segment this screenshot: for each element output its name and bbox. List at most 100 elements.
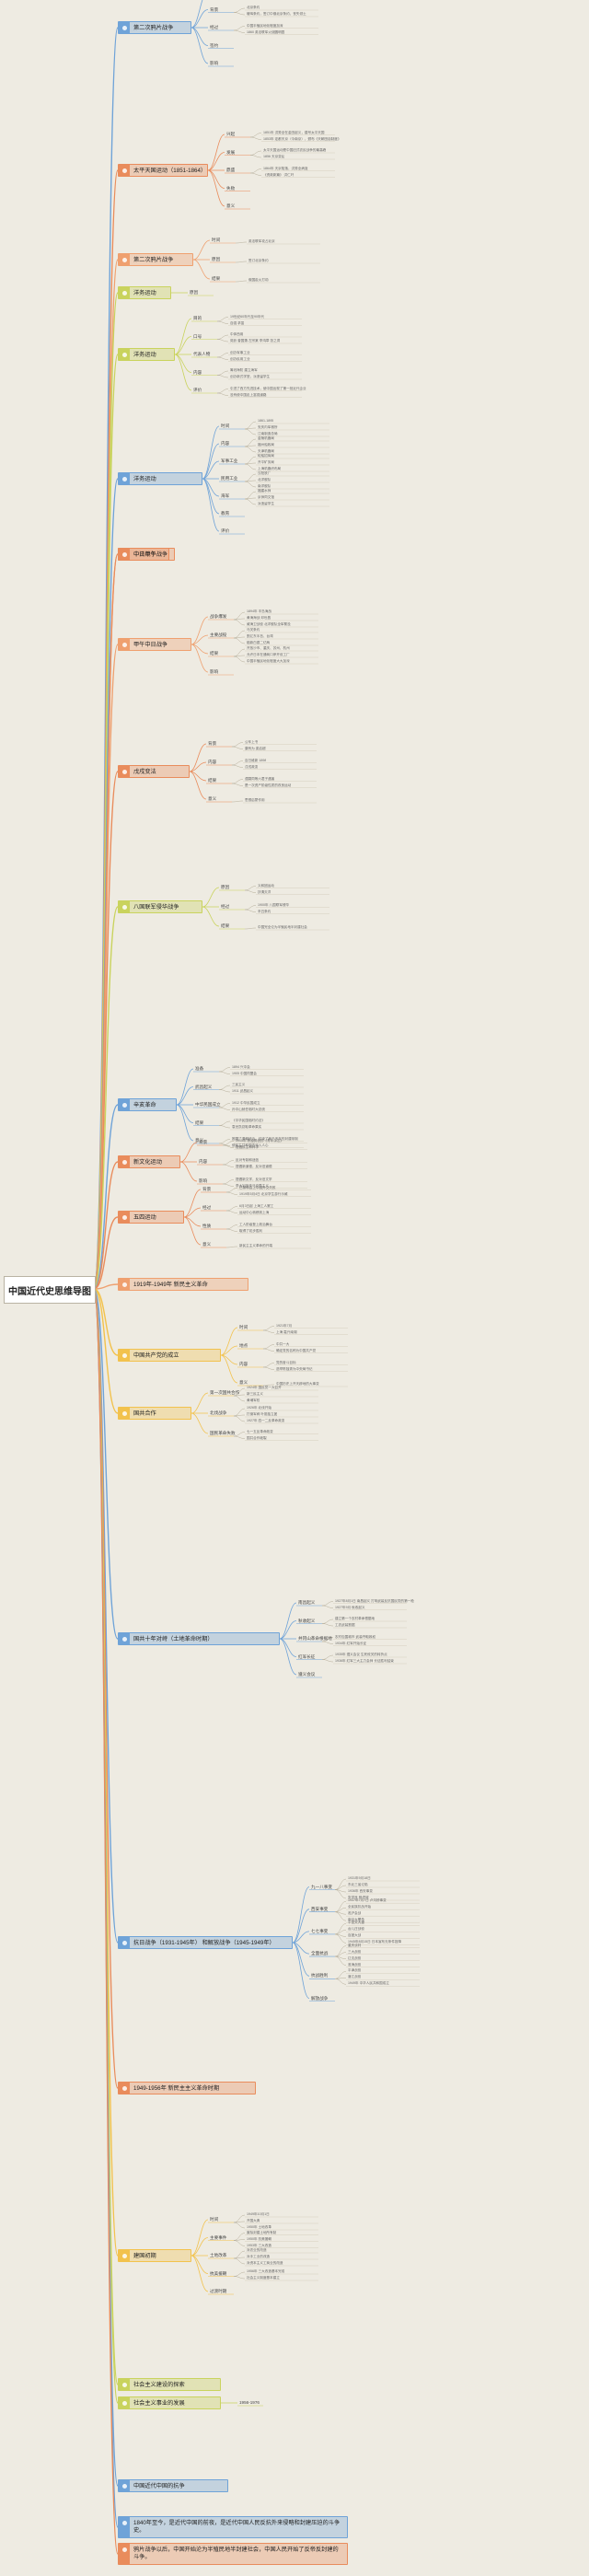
topic-node[interactable]: 洋务运动	[118, 286, 171, 299]
subtopic-node[interactable]: 七七事变	[311, 1928, 329, 1933]
leaf-node[interactable]: 创办军事工业	[230, 350, 250, 354]
subtopic-node[interactable]: 抗美援朝	[210, 2270, 227, 2276]
leaf-node[interactable]: 张学良 杨虎城	[348, 1896, 369, 1899]
subtopic-node[interactable]: 结果	[208, 778, 217, 783]
subtopic-node[interactable]: 武昌起义	[195, 1084, 213, 1089]
subtopic-node[interactable]: 主要事件	[210, 2234, 227, 2240]
leaf-node[interactable]: 对手工业的改造	[247, 2255, 271, 2258]
topic-node[interactable]: 国共合作	[118, 1407, 191, 1420]
subtopic-node[interactable]: 国民革命失败	[210, 1431, 236, 1435]
leaf-node[interactable]: 中共一大	[276, 1341, 290, 1346]
subtopic-node[interactable]: 北伐战争	[210, 1410, 227, 1415]
subtopic-node[interactable]: 内容	[208, 760, 217, 764]
leaf-node[interactable]: 没有使中国走上富强道路	[230, 392, 267, 397]
leaf-node[interactable]: 1912 中华民国成立	[232, 1100, 260, 1105]
leaf-node[interactable]: 南京大屠杀	[348, 1918, 364, 1922]
subtopic-node[interactable]: 内容	[239, 1362, 248, 1366]
subtopic-node[interactable]: 1956-1976	[239, 2400, 260, 2405]
subtopic-node[interactable]: 目的	[193, 316, 202, 320]
leaf-node[interactable]: 《中华民国临时约法》	[232, 1119, 265, 1122]
leaf-node[interactable]: 1911 武昌起义	[232, 1089, 254, 1093]
leaf-node[interactable]: 台儿庄战役	[348, 1927, 364, 1932]
leaf-node[interactable]: 自强 求富	[230, 320, 245, 325]
leaf-node[interactable]: 打倒军阀 叶挺独立团	[247, 1412, 278, 1416]
leaf-node[interactable]: 南洋舰队	[258, 484, 271, 488]
subtopic-node[interactable]: 内容	[221, 441, 230, 446]
leaf-node[interactable]: 淮海战役	[348, 1962, 362, 1967]
leaf-node[interactable]: 谭嗣同等六君子遇害	[245, 776, 275, 781]
leaf-node[interactable]: 英法联军攻占北京	[248, 239, 275, 243]
subtopic-node[interactable]: 秋收起义	[298, 1618, 316, 1623]
leaf-node[interactable]: 汉阳铁厂	[258, 471, 271, 475]
subtopic-node[interactable]: 意义	[195, 1138, 204, 1143]
topic-node[interactable]: 第二次鸦片战争	[118, 21, 191, 34]
topic-node[interactable]: 国共十年对峙（土地革命时期）	[118, 1632, 280, 1645]
leaf-node[interactable]: 开放沙市、重庆、苏州、杭州	[247, 646, 290, 650]
leaf-node[interactable]: 天津机器局	[258, 449, 274, 453]
leaf-node[interactable]: 1861-1895	[258, 419, 274, 423]
leaf-node[interactable]: 1894 兴中会	[232, 1064, 250, 1069]
subtopic-node[interactable]: 过渡时期	[210, 2289, 227, 2293]
subtopic-node[interactable]: 教育	[221, 511, 230, 516]
leaf-node[interactable]: 允许日本在通商口岸开设工厂	[247, 653, 290, 656]
leaf-node[interactable]: 赔款白银二亿两	[247, 641, 271, 644]
subtopic-node[interactable]: 背景	[199, 1140, 208, 1144]
topic-node[interactable]: 中国共产党的成立	[118, 1349, 221, 1362]
leaf-node[interactable]: 1927年8月1日 南昌起义 打响武装反抗国民党的第一枪	[335, 1598, 414, 1603]
topic-node[interactable]: 太平天国运动（1851-1864）	[118, 164, 208, 177]
subtopic-node[interactable]: 原因	[212, 257, 221, 261]
leaf-node[interactable]: 三大战役	[348, 1949, 362, 1954]
leaf-node[interactable]: 确定党的名称为中国共产党	[276, 1348, 317, 1352]
subtopic-node[interactable]: 时间	[210, 2217, 219, 2222]
topic-node[interactable]: 第二次鸦片战争	[118, 253, 193, 266]
leaf-node[interactable]: 筹划海防 建立海军	[230, 368, 258, 372]
topic-node[interactable]: 戊戌变法	[118, 765, 190, 778]
leaf-node[interactable]: 割辽东半岛、台湾	[247, 634, 273, 638]
leaf-node[interactable]: 党的奋斗目标	[276, 1360, 296, 1364]
topic-node[interactable]: 新文化运动	[118, 1155, 180, 1168]
subtopic-node[interactable]: 失败	[226, 185, 236, 191]
subtopic-node[interactable]: 西安事变	[311, 1906, 329, 1911]
leaf-node[interactable]: 思想启蒙作用	[245, 798, 265, 802]
subtopic-node[interactable]: 发展	[226, 149, 236, 155]
leaf-node[interactable]: 扶清灭洋	[258, 889, 271, 894]
leaf-node[interactable]: 福建水师	[258, 489, 271, 493]
subtopic-node[interactable]: 意义	[226, 203, 236, 208]
leaf-node[interactable]: 运动中心转移到上海	[239, 1210, 270, 1214]
leaf-node[interactable]: 平型关大捷	[348, 1920, 364, 1925]
subtopic-node[interactable]: 结果	[210, 651, 219, 656]
leaf-node[interactable]: 奕訢 曾国藩 左宗棠 李鸿章 张之洞	[230, 339, 281, 342]
leaf-node[interactable]: 开国大典	[247, 2219, 260, 2222]
subtopic-node[interactable]: 红军长征	[298, 1654, 316, 1659]
leaf-node[interactable]: 1915年 陈独秀创办《青年杂志》	[236, 1138, 284, 1143]
subtopic-node[interactable]: 南昌起义	[298, 1600, 316, 1605]
subtopic-node[interactable]: 解放战争	[311, 1995, 329, 2001]
subtopic-node[interactable]: 影响	[210, 669, 219, 674]
leaf-node[interactable]: 1919年5月4日 北京学生游行示威	[239, 1191, 288, 1196]
subtopic-node[interactable]: 意义	[208, 796, 217, 801]
leaf-node[interactable]: 辛丑条约	[258, 909, 271, 913]
leaf-node[interactable]: 1949年10月1日	[247, 2212, 270, 2216]
leaf-node[interactable]: 太平天国运动是中国旧式农民战争的最高峰	[263, 148, 327, 152]
subtopic-node[interactable]: 军事工业	[221, 458, 238, 463]
leaf-node[interactable]: 1936年 西安事变	[348, 1889, 373, 1893]
leaf-node[interactable]: 马关条约	[247, 628, 260, 632]
leaf-node[interactable]: 工人阶级登上政治舞台	[239, 1222, 272, 1226]
leaf-node[interactable]: 1926年 北伐开始	[247, 1406, 271, 1410]
leaf-node[interactable]: 社会主义制度基本建立	[247, 2276, 280, 2280]
leaf-node[interactable]: 签订北京条约	[248, 259, 269, 262]
leaf-node[interactable]: 1853年 定都天京（今南京），颁布《天朝田亩制度》	[263, 136, 341, 141]
topic-node[interactable]: 甲午中日战争	[118, 638, 191, 651]
leaf-node[interactable]: 福州船政局	[258, 443, 274, 447]
subtopic-node[interactable]: 结果	[212, 276, 221, 281]
leaf-node[interactable]: 1860 英法联军火烧圆明园	[247, 29, 285, 34]
topic-node[interactable]: 1949-1956年 新民主主义革命时期	[118, 2082, 256, 2094]
leaf-node[interactable]: 金陵机器局	[258, 436, 274, 440]
subtopic-node[interactable]: 背景	[210, 6, 219, 12]
leaf-node[interactable]: 1927年9月 秋收起义	[335, 1605, 365, 1609]
leaf-node[interactable]: 辽沈战役	[348, 1955, 362, 1960]
topic-node[interactable]: 抗日战争（1931-1945年） 和解放战争（1945-1949年）	[118, 1936, 293, 1949]
leaf-node[interactable]: 黄海海战 邓世昌	[247, 616, 271, 620]
subtopic-node[interactable]: 意义	[239, 1380, 248, 1385]
leaf-node[interactable]: 戊戌政变	[245, 764, 259, 769]
